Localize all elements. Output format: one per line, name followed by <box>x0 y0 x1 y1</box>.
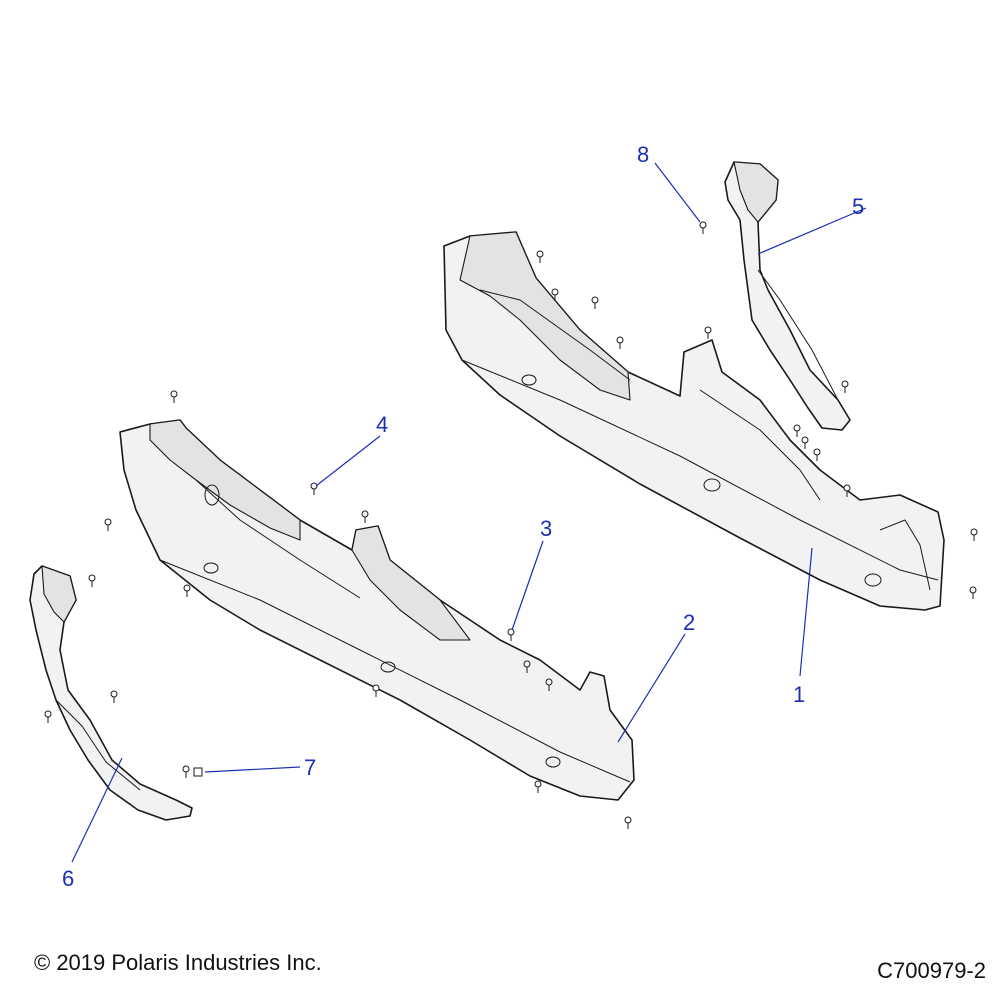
fastener-icon <box>361 510 369 523</box>
callout-1: 1 <box>793 682 805 707</box>
fastener-icon <box>372 684 380 697</box>
fastener-icon <box>534 780 542 793</box>
leader-line-5 <box>757 207 867 255</box>
leader-lines <box>71 162 867 863</box>
figure-id: C700979-2 <box>877 958 986 983</box>
fastener-icon <box>104 518 112 531</box>
fastener-icon <box>193 767 203 777</box>
leader-line-2 <box>617 633 686 743</box>
leader-line-8 <box>654 162 701 223</box>
fastener-icon <box>704 326 712 339</box>
leader-line-4 <box>315 435 381 487</box>
fastener-icon <box>536 250 544 263</box>
leader-line-3 <box>511 540 544 631</box>
fastener-icon <box>551 288 559 301</box>
fastener-icon <box>970 528 978 541</box>
fastener-icon <box>813 448 821 461</box>
fasteners <box>44 221 978 829</box>
callout-8: 8 <box>637 142 649 167</box>
callout-4: 4 <box>376 412 388 437</box>
fastener-icon <box>507 628 515 641</box>
callout-3: 3 <box>540 516 552 541</box>
fastener-icon <box>523 660 531 673</box>
fastener-icon <box>624 816 632 829</box>
callout-5: 5 <box>852 194 864 219</box>
callout-6: 6 <box>62 866 74 891</box>
copyright-notice: © 2019 Polaris Industries Inc. <box>34 950 322 975</box>
fastener-icon <box>310 482 318 495</box>
closeout-panel-right <box>724 161 851 431</box>
fastener-icon <box>88 574 96 587</box>
fastener-icon <box>841 380 849 393</box>
fastener-icon <box>969 586 977 599</box>
callout-7: 7 <box>304 755 316 780</box>
fastener-icon <box>182 765 190 778</box>
callout-labels: 1 2 3 4 5 6 7 8 <box>62 142 864 891</box>
leader-line-7 <box>204 766 301 773</box>
fastener-icon <box>801 436 809 449</box>
fastener-icon <box>616 336 624 349</box>
fastener-icon <box>843 484 851 497</box>
closeout-panel-left <box>29 565 193 821</box>
fastener-icon <box>699 221 707 234</box>
fastener-icon <box>44 710 52 723</box>
fastener-icon <box>183 584 191 597</box>
fastener-icon <box>110 690 118 703</box>
fastener-icon <box>170 390 178 403</box>
leader-line-1 <box>799 547 813 677</box>
leader-line-6 <box>71 757 123 863</box>
callout-2: 2 <box>683 610 695 635</box>
rocker-panel-left <box>119 419 635 801</box>
fastener-icon <box>793 424 801 437</box>
rocker-panel-right <box>443 231 945 611</box>
fastener-icon <box>591 296 599 309</box>
fastener-icon <box>545 678 553 691</box>
